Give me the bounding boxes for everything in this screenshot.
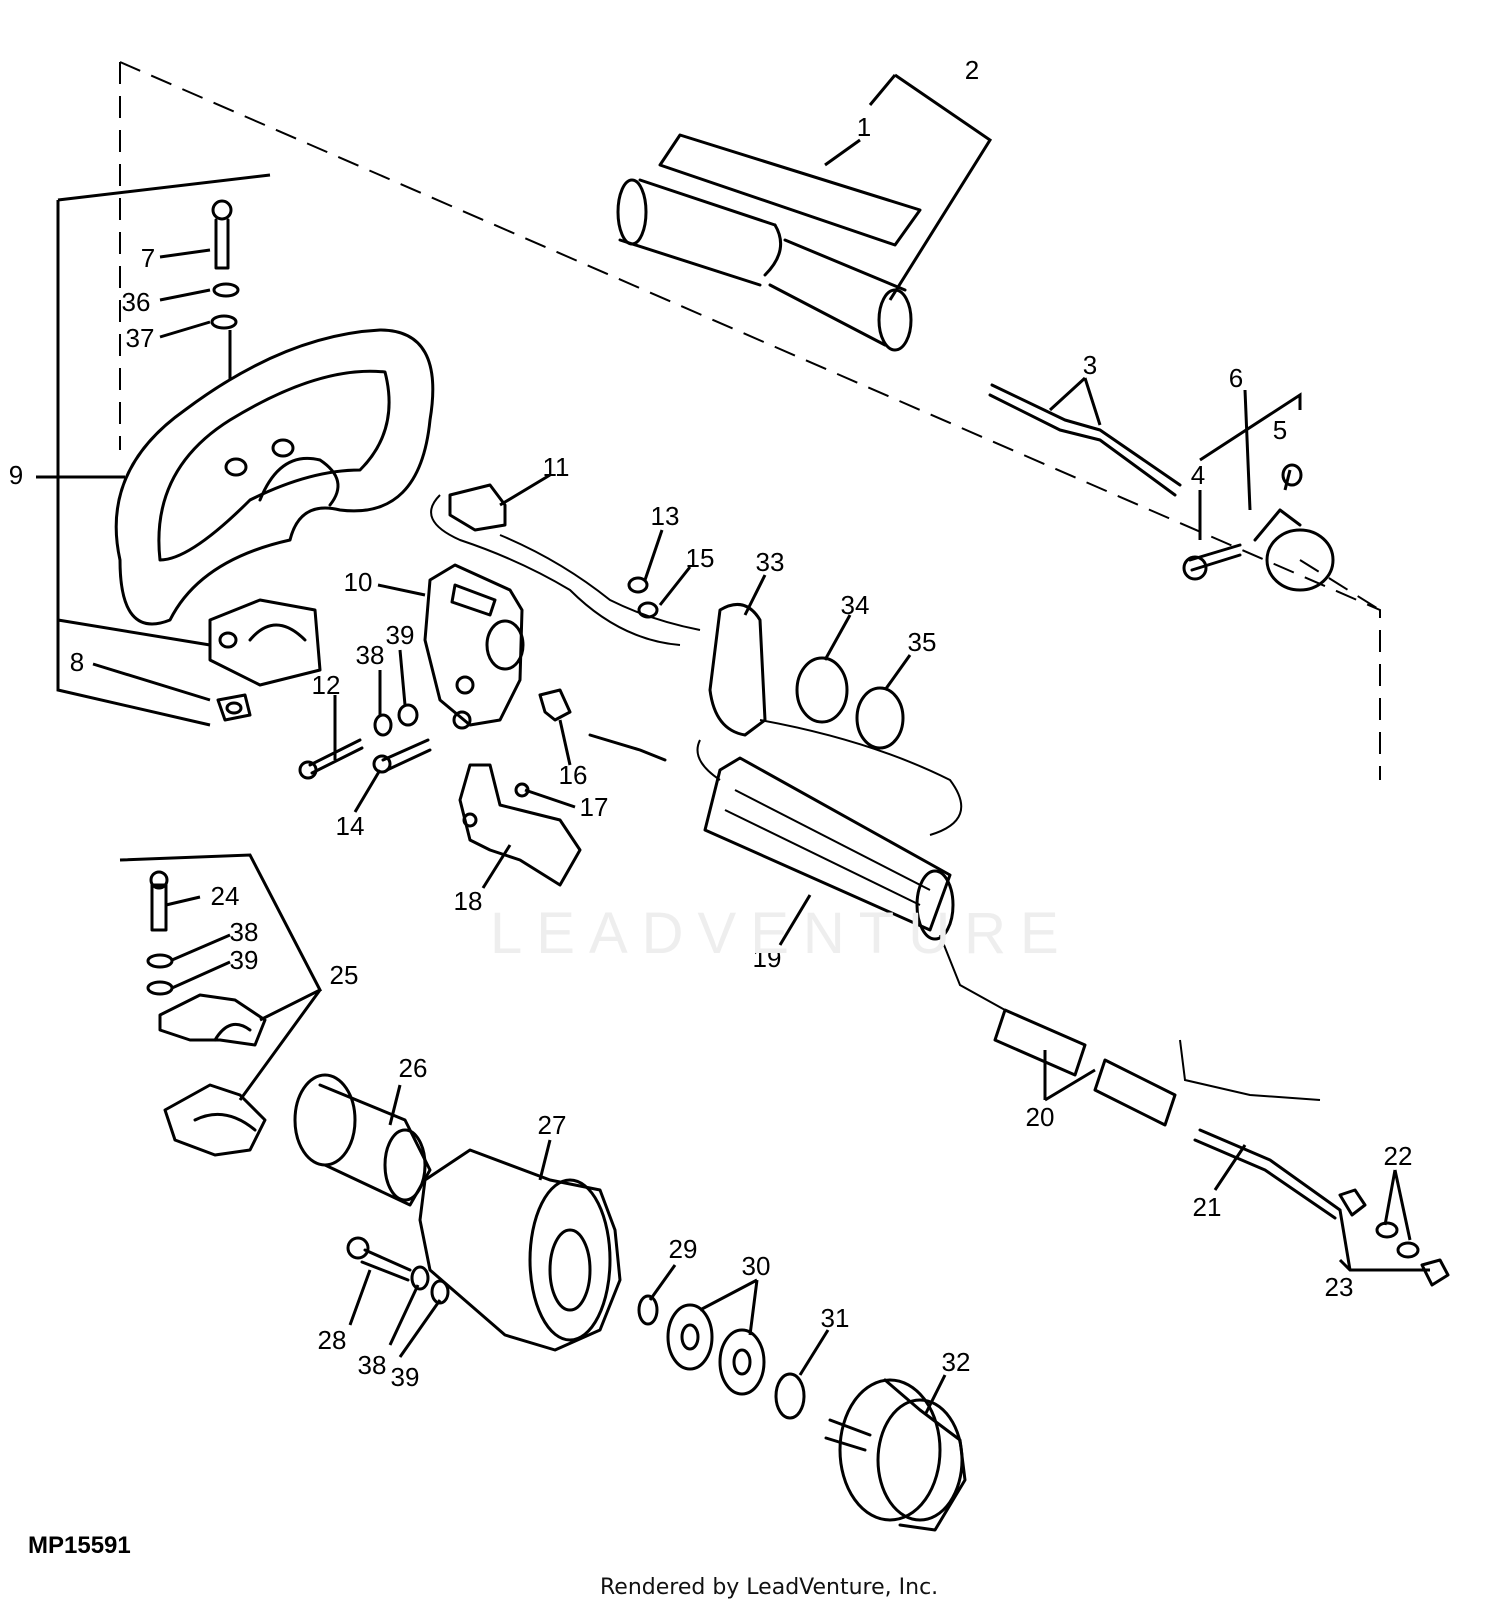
- housing-clamp: [146, 870, 267, 1157]
- tubes-and-cable: [939, 934, 1450, 1287]
- leader-lines: [36, 73, 1430, 1416]
- nut: [627, 576, 649, 594]
- callout-38-clamp: 38: [229, 917, 259, 947]
- callout-38-housing: 38: [357, 1350, 387, 1380]
- callout-39-throttle: 39: [385, 620, 415, 650]
- callout-34: 34: [840, 590, 870, 620]
- callout-35: 35: [907, 627, 937, 657]
- callout-36: 36: [121, 287, 151, 317]
- callout-21: 21: [1192, 1192, 1222, 1222]
- callout-32: 32: [941, 1347, 971, 1377]
- callout-10: 10: [343, 567, 373, 597]
- callout-19: 19: [752, 943, 782, 973]
- diagram-code: MP15591: [28, 1532, 131, 1559]
- callout-38-throttle: 38: [355, 640, 385, 670]
- callout-28: 28: [317, 1325, 347, 1355]
- callout-26: 26: [398, 1053, 428, 1083]
- callout-30: 30: [741, 1251, 771, 1281]
- gear-housing: [293, 1073, 622, 1352]
- callout-31: 31: [820, 1303, 850, 1333]
- callout-25: 25: [329, 960, 359, 990]
- callout-22: 22: [1383, 1141, 1413, 1171]
- drive-cable: [988, 383, 1182, 497]
- callout-39-clamp: 39: [229, 945, 259, 975]
- callout-23: 23: [1324, 1272, 1354, 1302]
- callout-5: 5: [1272, 415, 1288, 445]
- callout-1: 1: [856, 112, 872, 142]
- callout-11: 11: [542, 452, 570, 482]
- footer-credit: Rendered by LeadVenture, Inc.: [600, 1575, 939, 1600]
- grip-assembly: [696, 602, 963, 941]
- callout-13: 13: [650, 501, 680, 531]
- callout-8: 8: [69, 647, 85, 677]
- callout-15: 15: [685, 543, 715, 573]
- callout-18: 18: [453, 886, 483, 916]
- callout-39-housing: 39: [390, 1362, 420, 1392]
- callout-29: 29: [668, 1234, 698, 1264]
- handle-bolt: [210, 199, 252, 722]
- drive-shaft-tube: [616, 133, 922, 352]
- watermark: LEADVENTURE: [490, 901, 1073, 966]
- callout-20: 20: [1025, 1102, 1055, 1132]
- throttle-housing: [423, 563, 525, 730]
- clamp-assembly: [1182, 463, 1335, 592]
- callout-37: 37: [125, 323, 155, 353]
- callout-9: 9: [8, 460, 24, 490]
- assembly-outline: [1299, 559, 1381, 611]
- callout-27: 27: [537, 1110, 567, 1140]
- callout-17: 17: [579, 792, 609, 822]
- callout-33: 33: [755, 547, 785, 577]
- assembly-outline: [119, 61, 1381, 780]
- callout-7: 7: [140, 243, 156, 273]
- callout-12: 12: [311, 670, 341, 700]
- callout-4: 4: [1190, 460, 1206, 490]
- nut: [637, 601, 659, 619]
- callout-14: 14: [335, 811, 365, 841]
- stop-switch-wiring: [430, 483, 701, 646]
- throttle-fasteners: [298, 703, 432, 780]
- callout-16: 16: [558, 760, 588, 790]
- loop-handle: [114, 328, 435, 687]
- callout-6: 6: [1228, 363, 1244, 393]
- callout-2: 2: [964, 55, 980, 85]
- throttle-trigger: [458, 688, 667, 887]
- callout-24: 24: [210, 881, 240, 911]
- bearings-and-drum: [346, 1236, 967, 1532]
- callout-3: 3: [1082, 350, 1098, 380]
